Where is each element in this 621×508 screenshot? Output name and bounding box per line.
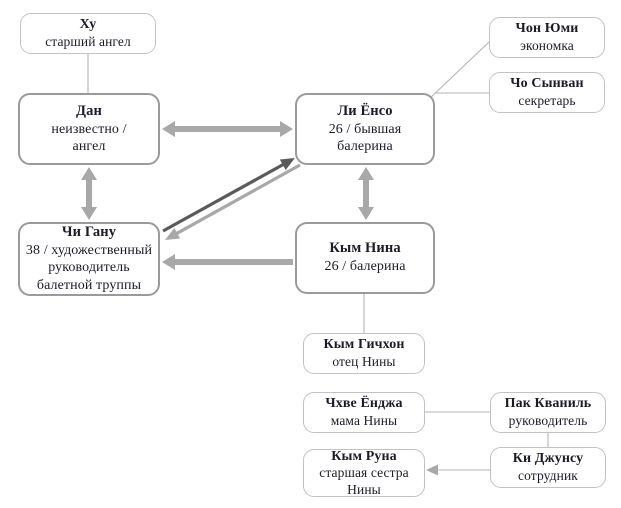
node-role: сотрудник	[518, 467, 578, 483]
node-dan[interactable]: Дан неизвестно /ангел	[18, 93, 160, 165]
node-role: неизвестно /ангел	[51, 121, 127, 154]
edge-ki-kym_runa	[426, 464, 490, 476]
node-name: Кым Руна	[331, 448, 397, 464]
node-role: отец Нины	[332, 353, 396, 369]
edge-li_yenso-chon_yumi	[427, 41, 490, 101]
node-name: Ки Джунсу	[512, 451, 584, 467]
node-role: 26 / балерина	[324, 259, 406, 275]
node-name: Чон Юми	[515, 21, 579, 37]
node-role: экономка	[520, 37, 574, 53]
node-role: секретарь	[518, 92, 576, 108]
node-kym_nina[interactable]: Кым Нина 26 / балерина	[295, 222, 435, 294]
node-name: Дан	[76, 102, 102, 119]
node-role: руководитель	[508, 412, 588, 428]
edge-kym_nina-chi_ganu	[162, 254, 293, 270]
node-name: Ли Ёнсо	[337, 102, 393, 119]
edge-li_yenso-chi_ganu-light	[165, 163, 301, 240]
node-role: мама Нины	[330, 412, 398, 428]
node-name: Ху	[79, 17, 97, 33]
node-name: Кым Нина	[329, 240, 401, 257]
edge-dan-li_yenso	[162, 121, 293, 137]
node-name: Кым Гичхон	[323, 337, 405, 353]
node-name: Чо Сынван	[510, 76, 584, 92]
node-name: Чхве Ёнджа	[325, 396, 403, 412]
node-name: Пак Кваниль	[504, 396, 592, 412]
node-role: старший ангел	[45, 33, 131, 49]
node-name: Чи Гану	[61, 223, 117, 240]
edge-dan-chi_ganu	[81, 167, 97, 220]
edge-chi_ganu-li_yenso-dark	[162, 158, 295, 233]
edge-li_yenso-kym_nina	[358, 167, 374, 220]
